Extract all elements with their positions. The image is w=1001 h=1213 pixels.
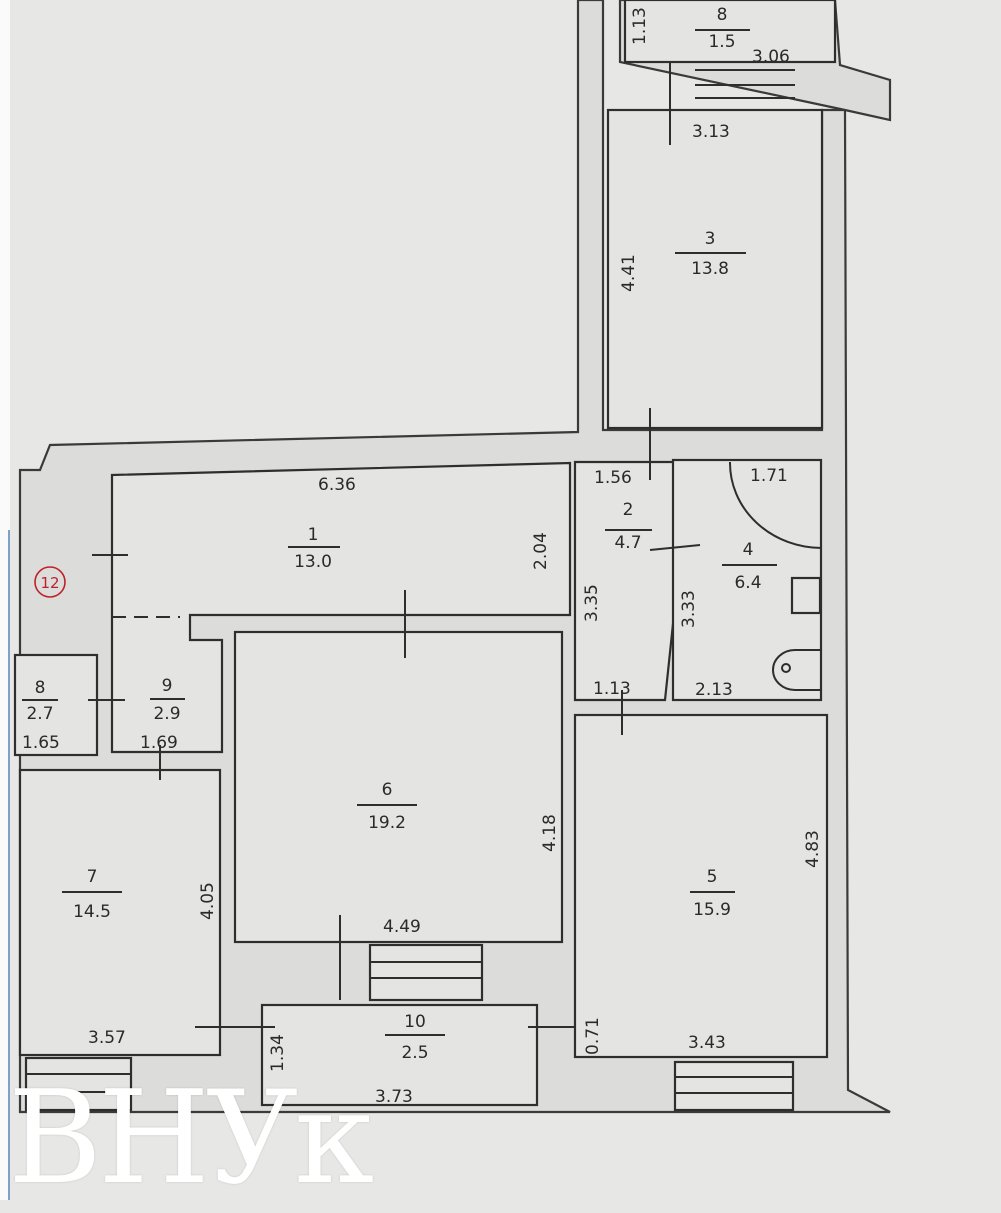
svg-text:1.71: 1.71	[750, 466, 788, 486]
svg-text:4.41: 4.41	[619, 254, 639, 292]
svg-text:1: 1	[308, 525, 319, 545]
svg-text:1.13: 1.13	[630, 7, 650, 45]
svg-text:19.2: 19.2	[368, 813, 406, 833]
room-3	[606, 108, 824, 430]
svg-text:2.13: 2.13	[695, 680, 733, 700]
apartment-marker: 12	[40, 574, 59, 592]
room-2	[573, 460, 692, 702]
apartment-marker-circle	[34, 566, 66, 598]
left-margin-strip	[0, 0, 10, 1200]
svg-text:9: 9	[162, 676, 173, 696]
svg-text:2: 2	[623, 500, 634, 520]
stairs-top	[695, 69, 795, 99]
door-marks	[88, 62, 701, 1028]
room-label-9: 92.9	[150, 676, 185, 724]
svg-text:3.35: 3.35	[582, 584, 602, 622]
svg-text:6.36: 6.36	[318, 475, 356, 495]
room-7	[18, 768, 222, 1057]
window-room6	[368, 943, 484, 1002]
svg-text:1.56: 1.56	[594, 468, 632, 488]
bathtub-icon	[728, 461, 823, 549]
svg-text:3.57: 3.57	[88, 1028, 126, 1048]
room-label-7: 714.5	[62, 867, 122, 922]
room-8-top	[623, 0, 837, 64]
svg-text:6: 6	[382, 780, 393, 800]
svg-text:1.13: 1.13	[593, 679, 631, 699]
room-8	[13, 653, 99, 757]
svg-text:8: 8	[717, 5, 728, 25]
room-label-2: 24.7	[605, 500, 652, 553]
room-5	[573, 713, 829, 1059]
room-label-8: 82.7	[22, 678, 58, 724]
svg-text:13.0: 13.0	[294, 552, 332, 572]
svg-text:0.71: 0.71	[583, 1017, 603, 1055]
room-label-8-top: 81.5	[695, 5, 750, 52]
svg-text:1.69: 1.69	[140, 733, 178, 753]
watermark: ВНУк	[8, 1064, 374, 1213]
room-label-1: 113.0	[288, 525, 340, 572]
svg-text:2.5: 2.5	[401, 1043, 428, 1063]
svg-text:2.04: 2.04	[531, 532, 551, 570]
svg-text:3.33: 3.33	[679, 590, 699, 628]
room-label-10: 102.5	[385, 1012, 445, 1063]
toilet-icon	[772, 649, 822, 691]
svg-text:5: 5	[707, 867, 718, 887]
sink-icon	[790, 576, 822, 615]
dimension-labels: 1.13 3.06 3.13 4.41 6.36 2.04 1.56 1.71 …	[22, 7, 823, 1107]
room-10	[260, 1003, 539, 1107]
svg-text:14.5: 14.5	[73, 902, 111, 922]
svg-text:8: 8	[35, 678, 46, 698]
svg-text:3.13: 3.13	[692, 122, 730, 142]
svg-text:4.18: 4.18	[540, 814, 560, 852]
svg-text:3.73: 3.73	[375, 1087, 413, 1107]
svg-text:4.49: 4.49	[383, 917, 421, 937]
svg-text:4.05: 4.05	[198, 882, 218, 920]
svg-text:3.43: 3.43	[688, 1033, 726, 1053]
svg-text:1.34: 1.34	[268, 1034, 288, 1072]
svg-text:3: 3	[705, 229, 716, 249]
svg-text:2.7: 2.7	[26, 704, 53, 724]
svg-text:1.65: 1.65	[22, 733, 60, 753]
svg-text:3.06: 3.06	[752, 47, 790, 67]
svg-text:4: 4	[743, 540, 754, 560]
svg-text:4.7: 4.7	[614, 533, 641, 553]
room-label-3: 313.8	[675, 229, 746, 279]
window-room5	[673, 1060, 795, 1112]
room-labels: 113.0 24.7 313.8 46.4 515.9 619.2 714.5 …	[22, 5, 777, 1063]
svg-text:2.9: 2.9	[153, 704, 180, 724]
room-label-4: 46.4	[722, 540, 777, 593]
svg-text:13.8: 13.8	[691, 259, 729, 279]
svg-text:6.4: 6.4	[734, 573, 761, 593]
svg-text:7: 7	[87, 867, 98, 887]
svg-text:4.83: 4.83	[803, 830, 823, 868]
svg-text:15.9: 15.9	[693, 900, 731, 920]
svg-text:1.5: 1.5	[708, 32, 735, 52]
room-6	[233, 630, 564, 944]
window-room7	[24, 1056, 133, 1112]
room-label-5: 515.9	[690, 867, 735, 920]
svg-text:10: 10	[404, 1012, 426, 1032]
margin-line	[8, 530, 10, 1200]
room-1-hall	[110, 461, 572, 754]
room-label-6: 619.2	[357, 780, 417, 833]
